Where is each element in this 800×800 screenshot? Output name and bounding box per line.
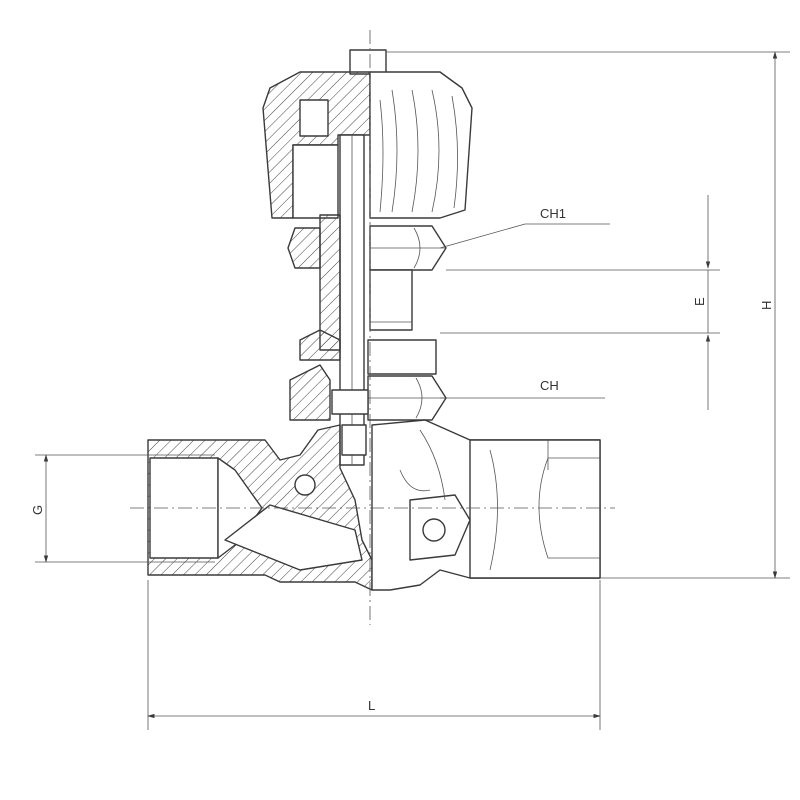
label-h: H	[759, 301, 774, 310]
label-g: G	[30, 505, 45, 515]
label-l: L	[368, 698, 375, 713]
bonnet	[287, 214, 447, 456]
handwheel	[262, 49, 473, 219]
valve-body	[147, 419, 601, 591]
valve-stem	[339, 134, 365, 466]
center-lines	[130, 30, 615, 625]
dimension-lines	[35, 51, 790, 730]
label-ch: CH	[540, 378, 559, 393]
label-ch1: CH1	[540, 206, 566, 221]
label-e: E	[692, 297, 707, 306]
